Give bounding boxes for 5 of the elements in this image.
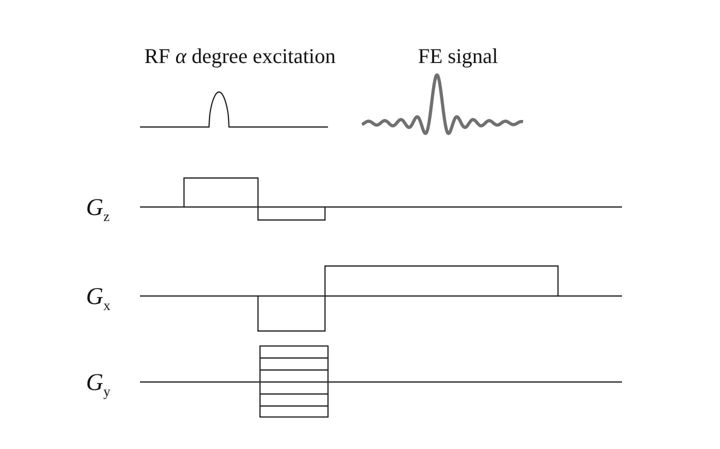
waveform-title: FE signal	[418, 46, 498, 67]
waveform-title: RF α degree excitation	[144, 46, 336, 67]
axis-label: G$_{z}$	[86, 196, 110, 225]
axis-label: G$_{x}$	[86, 285, 110, 314]
axis-label: G$_{y}$	[86, 371, 110, 400]
